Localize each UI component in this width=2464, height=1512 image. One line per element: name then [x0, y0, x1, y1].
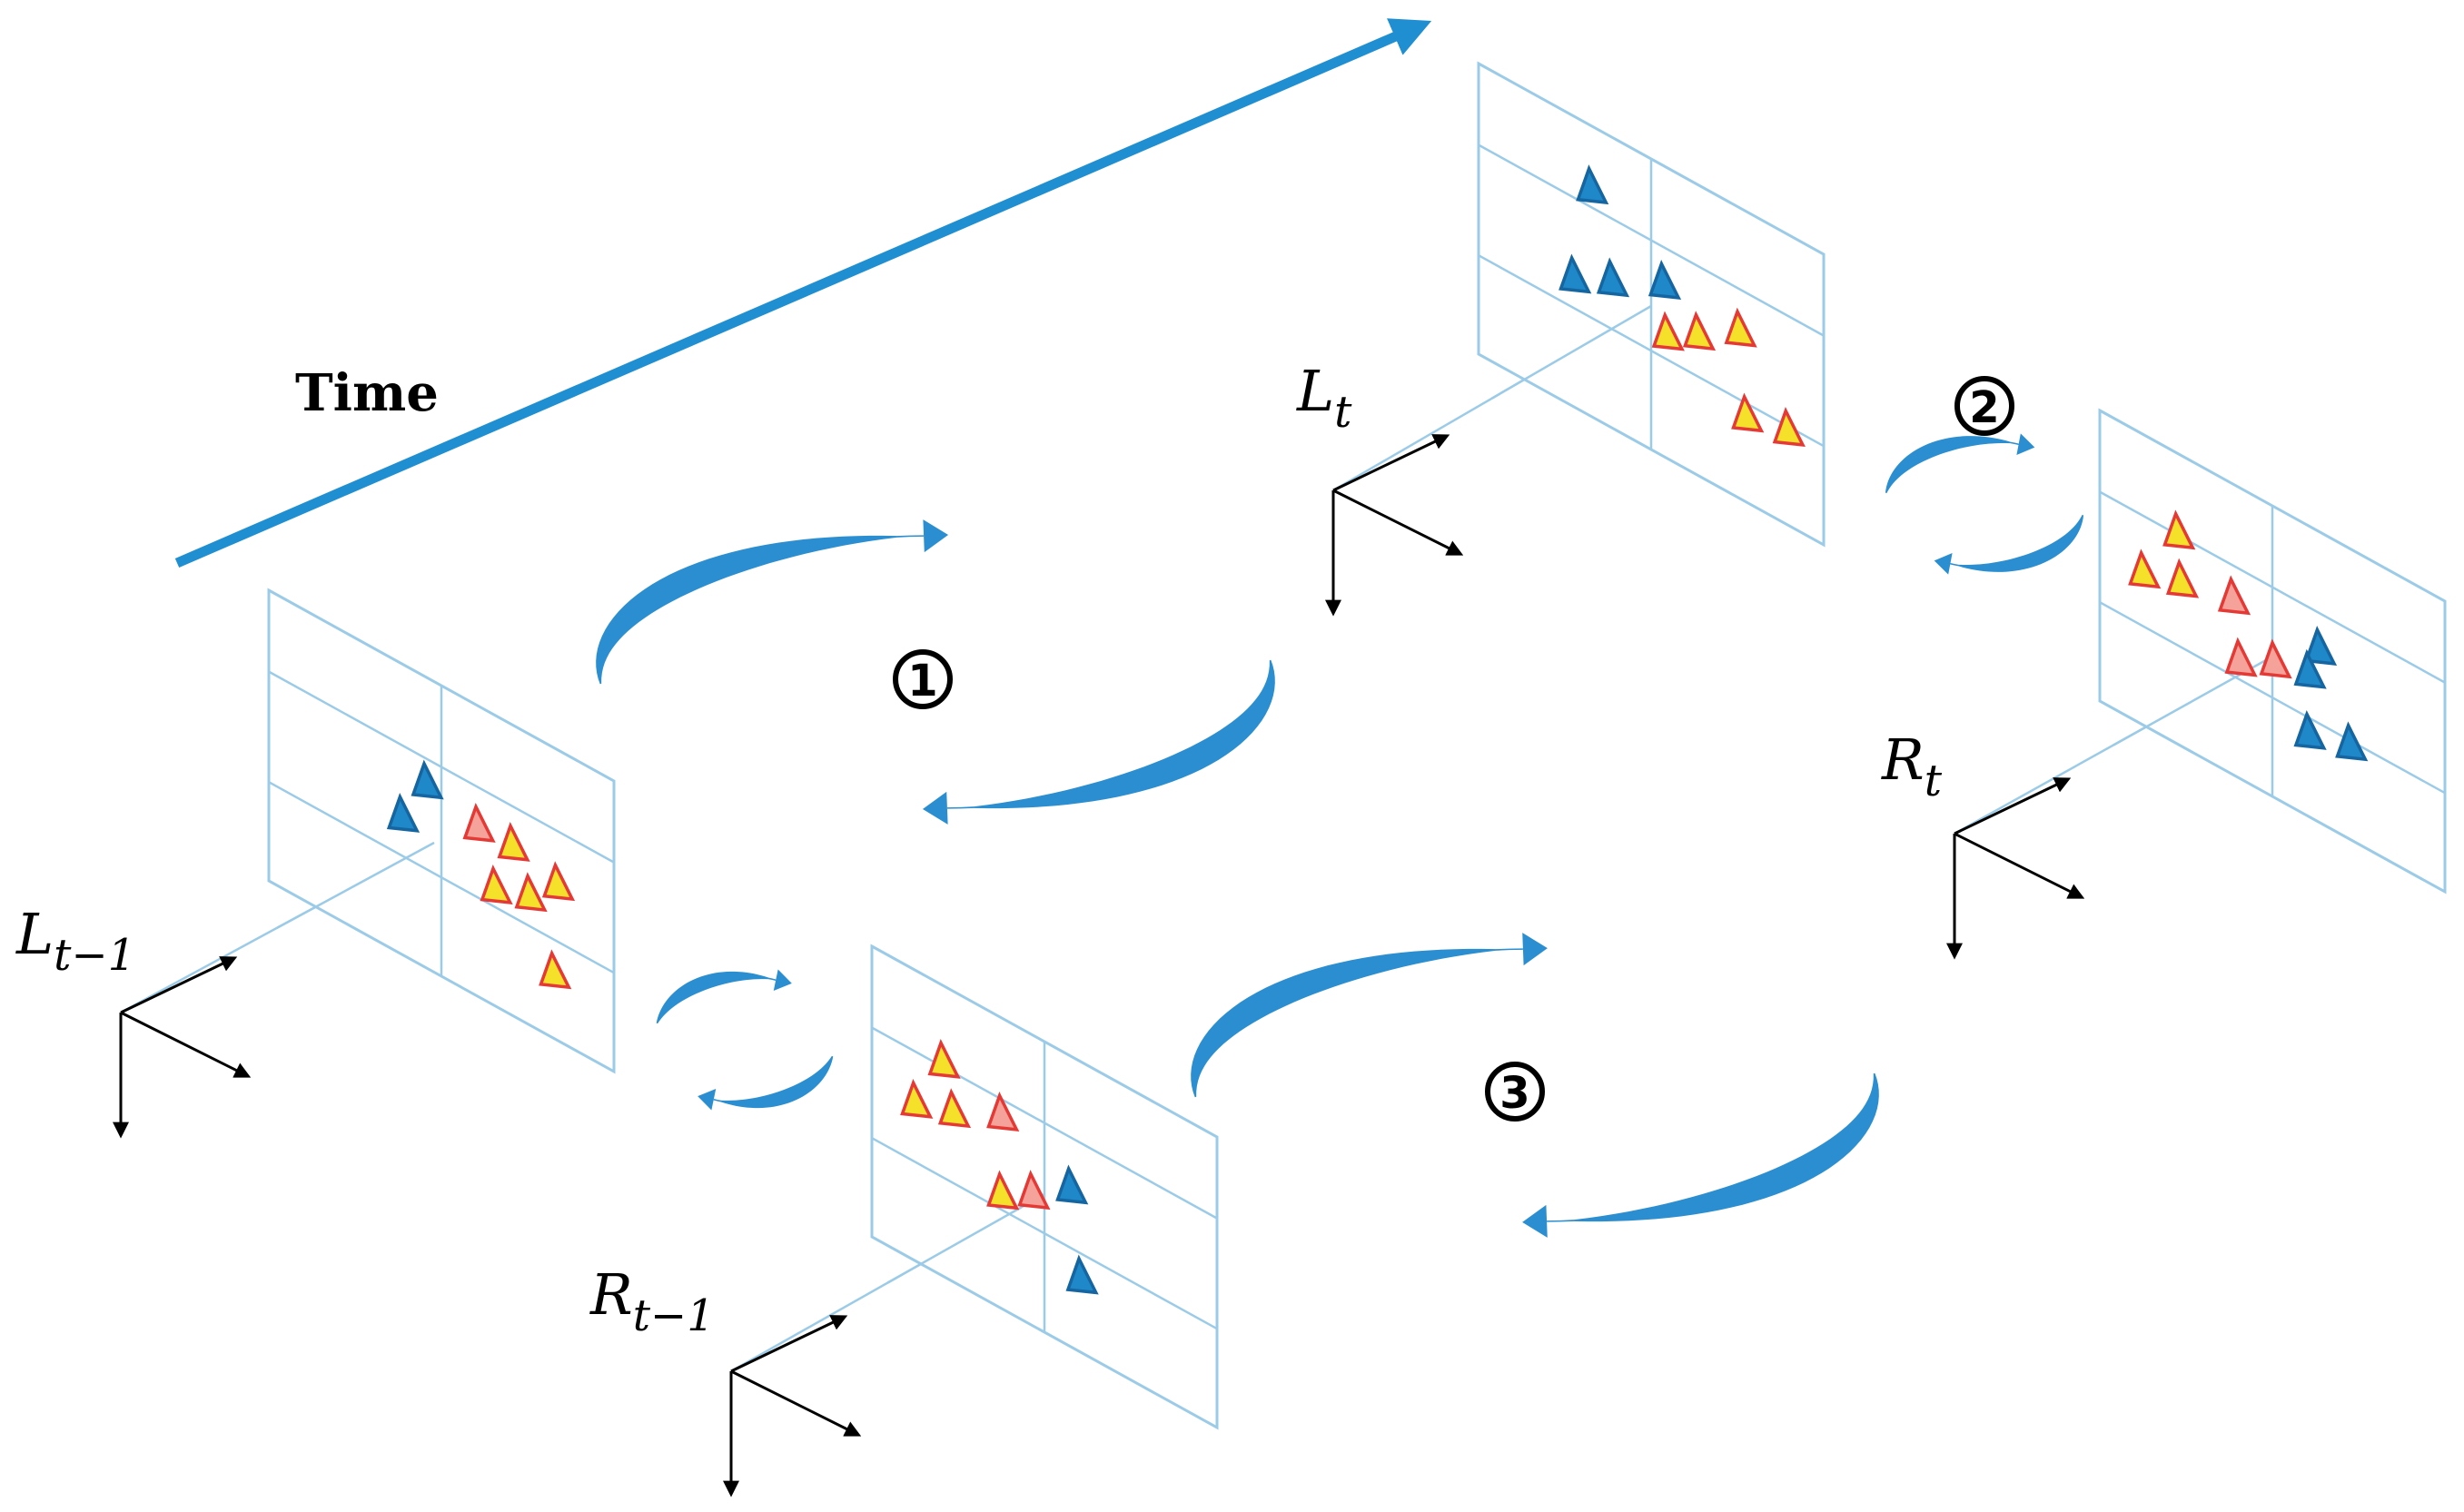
- label-R-t-minus-1: Rt−1: [589, 1261, 715, 1341]
- feature-triangle-icon: [1055, 1164, 1089, 1205]
- label-L-t-minus-1-main: L: [15, 901, 54, 967]
- label-R-t-minus-1-main: R: [589, 1261, 633, 1328]
- cycle-arrow-icon: [656, 969, 792, 1024]
- feature-triangle-icon: [539, 949, 572, 990]
- feature-triangle-icon: [1772, 407, 1806, 447]
- feature-triangle-icon: [1682, 311, 1717, 351]
- feature-triangle-icon: [986, 1170, 1020, 1211]
- feature-triangle-icon: [1017, 1170, 1051, 1211]
- feature-triangle-icon: [411, 759, 444, 800]
- feature-triangle-icon: [2217, 575, 2251, 616]
- axis-triad-icon: [113, 956, 252, 1139]
- time-label: Time: [295, 363, 439, 423]
- projection-ray-inner: [1491, 304, 1652, 400]
- feature-triangle-icon: [2293, 648, 2327, 689]
- label-L-t-minus-1-sub: t−1: [54, 930, 135, 981]
- feature-triangle-icon: [480, 865, 513, 904]
- cycle-arrow-icon: [698, 1055, 834, 1111]
- feature-triangle-icon: [2293, 709, 2327, 750]
- feature-triangle-icon: [2128, 548, 2162, 589]
- feature-triangle-icon: [541, 861, 576, 902]
- feature-triangle-icon: [2303, 626, 2338, 666]
- cycle-arrow-icon: [596, 519, 949, 685]
- label-R-t: Rt: [1881, 726, 1943, 806]
- feature-triangle-icon: [1648, 260, 1682, 300]
- feature-triangle-icon: [1724, 307, 1757, 348]
- feature-triangle-icon: [1651, 311, 1685, 351]
- feature-triangle-icon: [1576, 164, 1609, 205]
- feature-triangle-icon: [1731, 392, 1765, 433]
- cycle-arrow-icon: [1522, 1072, 1879, 1238]
- feature-triangle-icon: [497, 821, 530, 862]
- label-R-t-minus-1-sub: t−1: [633, 1290, 715, 1341]
- feature-triangle-icon: [927, 1038, 961, 1079]
- cycle-arrow-icon: [1885, 433, 2035, 494]
- frame-lt: [1325, 61, 1826, 617]
- label-L-t-minus-1: Lt−1: [15, 901, 135, 981]
- step-2-number: 2: [1969, 382, 1999, 433]
- feature-triangle-icon: [900, 1078, 934, 1119]
- feature-triangle-icon: [462, 802, 496, 843]
- feature-triangle-icon: [2224, 637, 2258, 677]
- frame-lt1: [113, 588, 616, 1139]
- cycle-arrow-icon: [1934, 514, 2084, 575]
- feature-triangle-icon: [986, 1092, 1020, 1132]
- feature-triangle-icon: [937, 1088, 972, 1129]
- frame-rt1: [723, 944, 1219, 1497]
- time-arrow: [174, 18, 1432, 568]
- step-3: 3: [1485, 1062, 1545, 1122]
- feature-triangle-icon: [1065, 1254, 1099, 1295]
- feature-triangle-icon: [2165, 558, 2200, 598]
- cycle-arrow-icon: [1191, 933, 1548, 1098]
- step-3-number: 3: [1499, 1068, 1529, 1119]
- feature-triangle-icon: [514, 872, 548, 913]
- label-L-t-sub: t: [1334, 387, 1352, 438]
- axis-triad-icon: [1325, 434, 1464, 617]
- label-L-t-main: L: [1296, 358, 1334, 424]
- frame-rt: [1946, 408, 2447, 960]
- feature-triangle-icon: [2162, 509, 2196, 550]
- feature-triangle-icon: [1596, 257, 1630, 298]
- feature-triangle-icon: [386, 792, 421, 833]
- axis-triad-icon: [1946, 777, 2085, 960]
- label-R-t-sub: t: [1925, 756, 1943, 806]
- feature-triangle-icon: [2259, 638, 2292, 679]
- step-1: 1: [893, 649, 953, 709]
- step-1-number: 1: [907, 656, 937, 707]
- label-R-t-main: R: [1881, 726, 1925, 793]
- label-L-t: Lt: [1296, 358, 1352, 438]
- feature-triangle-icon: [1559, 253, 1592, 294]
- feature-triangle-icon: [2335, 721, 2369, 762]
- projection-ray-inner: [276, 841, 435, 929]
- step-2: 2: [1954, 376, 2014, 436]
- cycle-arrow-icon: [922, 659, 1275, 825]
- axis-triad-icon: [723, 1315, 862, 1497]
